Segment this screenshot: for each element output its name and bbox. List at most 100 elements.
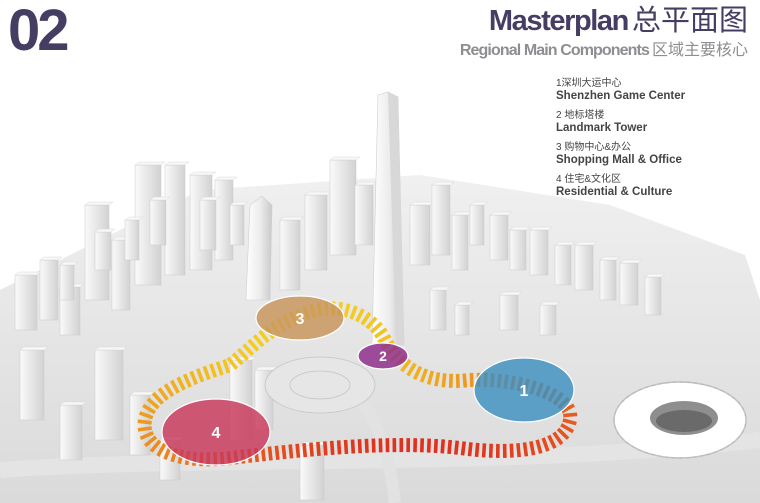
zone-1: 1 — [473, 357, 575, 423]
route-dash — [222, 359, 231, 374]
route-dash — [151, 392, 164, 405]
legend-item-cn: 2 地标塔楼 — [556, 110, 605, 121]
route-dash — [529, 441, 536, 456]
building-roof — [529, 226, 553, 231]
route-dash — [146, 397, 160, 410]
subtitle-cn: 区域主要核心 — [651, 42, 748, 60]
route-dash — [412, 365, 423, 380]
route-dash — [209, 363, 218, 378]
legend-item-en: Shopping Mall & Office — [556, 154, 682, 166]
legend-item-en: Residential & Culture — [556, 186, 673, 198]
building-roof — [454, 301, 474, 306]
building-roof — [229, 201, 249, 206]
route-dash — [460, 441, 467, 456]
building-roof — [619, 259, 643, 264]
building-block — [19, 349, 45, 421]
route-dash — [378, 438, 383, 453]
route-dash — [295, 443, 301, 458]
route-dash — [274, 445, 280, 460]
route-dash — [336, 440, 342, 455]
building-roof — [429, 286, 451, 291]
route-dash — [176, 376, 186, 391]
building-roof — [134, 161, 166, 166]
building-block — [14, 274, 38, 331]
building-roof — [539, 301, 561, 306]
building-roof — [279, 216, 305, 221]
route-dash — [364, 438, 369, 453]
route-dash — [454, 440, 460, 455]
zones: 1 2 3 4 — [161, 295, 575, 466]
legend-item-cn: 4 住宅&文化区 — [556, 174, 622, 185]
legend-item: 4 住宅&文化区 Residential & Culture — [556, 173, 685, 199]
route-dash — [350, 439, 356, 454]
route-dash — [137, 419, 152, 425]
route-dash — [462, 373, 468, 388]
route-dash — [474, 442, 480, 458]
route-dash — [242, 343, 255, 357]
zone-label: 3 — [296, 311, 305, 328]
route-dash — [516, 443, 521, 458]
route-dash — [288, 444, 294, 459]
building-block — [94, 349, 124, 441]
legend-item-en: Shenzhen Game Center — [556, 90, 686, 102]
page-number: 02 — [8, 0, 69, 63]
route-dash — [556, 427, 570, 440]
building-block — [39, 259, 59, 321]
building-block — [279, 219, 301, 291]
route-dash — [343, 303, 351, 318]
building-block — [554, 244, 572, 286]
route-dash — [400, 358, 412, 373]
building-roof — [94, 228, 116, 233]
zone-4: 4 — [161, 398, 271, 466]
building-block — [644, 276, 662, 316]
route-dash — [535, 439, 543, 454]
route-dash — [202, 365, 211, 381]
zone-marker — [161, 398, 271, 466]
building-roof — [469, 201, 489, 206]
building-roof — [59, 261, 79, 266]
route-dash — [502, 443, 507, 458]
route-dash — [547, 434, 557, 449]
zone-label: 4 — [212, 425, 221, 442]
route-dash — [399, 438, 404, 453]
route-dash — [258, 329, 270, 344]
stadium — [613, 381, 747, 459]
building-block — [431, 184, 451, 256]
building-roof — [299, 441, 329, 446]
building-block — [599, 259, 617, 301]
route-dash — [260, 447, 266, 462]
building-roof — [84, 201, 114, 206]
route-dash — [426, 438, 432, 453]
route-dash — [426, 370, 435, 385]
route-dash — [440, 439, 446, 454]
building-roof — [599, 256, 621, 261]
route-dash — [156, 442, 167, 457]
zone-2: 2 — [357, 342, 409, 370]
building-roof — [329, 156, 361, 161]
route-dash — [455, 373, 460, 388]
building-block — [489, 214, 509, 261]
route-dash — [433, 438, 439, 454]
route-dash — [406, 362, 417, 377]
building-roof — [164, 161, 190, 166]
route-dash — [349, 305, 358, 320]
route-dash — [371, 438, 376, 453]
building-block — [164, 164, 186, 276]
route-dash — [355, 308, 365, 323]
building-block — [469, 204, 485, 246]
legend-item: 3 购物中心&办公 Shopping Mall & Office — [556, 141, 685, 167]
route-dash — [552, 431, 564, 446]
route-dash — [420, 438, 425, 453]
route-dash — [138, 411, 154, 420]
building-roof — [489, 211, 513, 216]
legend-item-en: Landmark Tower — [556, 122, 648, 134]
zone-3: 3 — [255, 295, 345, 341]
building-block — [124, 219, 140, 261]
building-roof — [129, 391, 155, 396]
building-roof — [59, 401, 87, 406]
route-dash — [448, 373, 453, 388]
building-roof — [94, 346, 128, 351]
route-dash — [441, 373, 447, 388]
